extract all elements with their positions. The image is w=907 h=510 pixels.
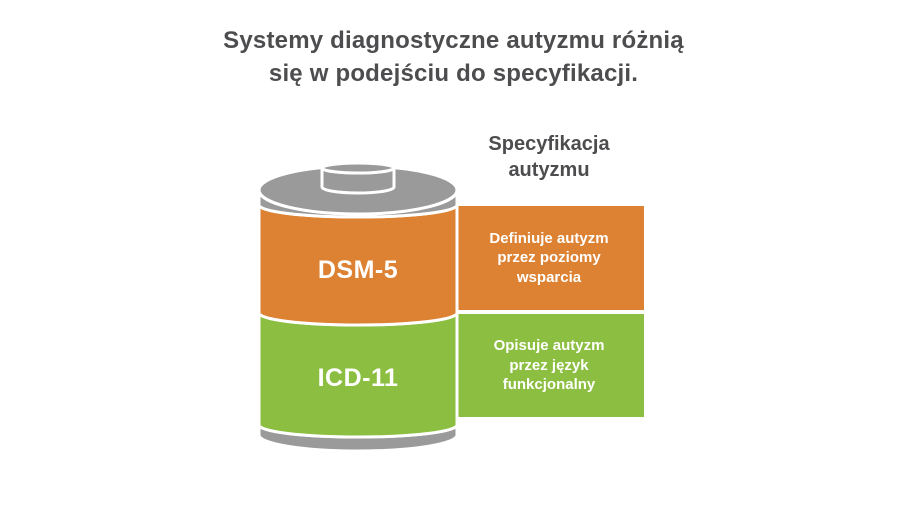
page-title-line-2: się w podejściu do specyfikacji. [268,60,639,87]
dsm5-description-box: Definiuje autyzm przez poziomy wsparcia [452,204,646,312]
battery-cylinder-graphic: DSM-5 ICD-11 [257,161,459,453]
page-title-line-1: Systemy diagnostyczne autyzmu różnią [223,27,684,54]
column-header-specification: Specyfikacja autyzmu [452,131,646,183]
icd11-description-line-1: Opisuje autyzm [493,337,605,355]
dsm5-description-line-3: wsparcia [516,268,582,286]
column-header-line-1: Specyfikacja [488,133,610,155]
icd11-label: ICD-11 [318,364,399,392]
column-header-line-2: autyzmu [508,159,590,181]
page-title: Systemy diagnostyczne autyzmu różnią się… [0,24,907,90]
icd11-description-box: Opisuje autyzm przez język funkcjonalny [452,312,646,419]
icd11-description-line-3: funkcjonalny [502,376,596,394]
dsm5-label: DSM-5 [318,256,398,284]
dsm5-description-line-1: Definiuje autyzm [489,229,609,247]
dsm5-description-line-2: przez poziomy [497,249,601,267]
battery-terminal-top [320,161,396,175]
icd11-description-line-2: przez język [509,356,589,374]
